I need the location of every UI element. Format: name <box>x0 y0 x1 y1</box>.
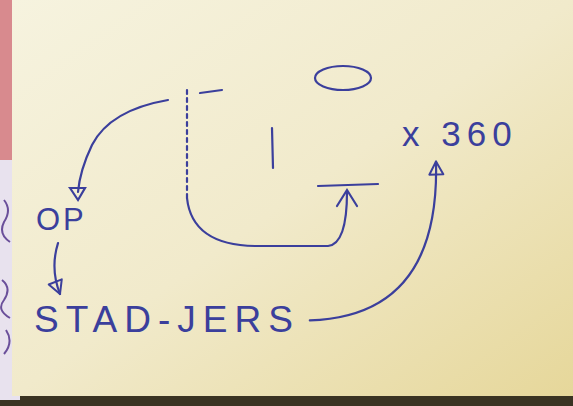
handwritten-text: OP <box>36 203 87 237</box>
hand-arrow <box>49 243 62 294</box>
step-note: STAD-JERS <box>30 298 304 343</box>
u-curve <box>187 192 347 246</box>
hand-arrow <box>310 162 443 321</box>
leader-curve <box>78 100 168 192</box>
ellipse-mark <box>315 66 371 90</box>
u-arrowhead <box>337 190 357 206</box>
leader-arrowhead <box>70 188 85 200</box>
one-stroke <box>272 128 273 168</box>
handwritten-text: x 360 <box>402 115 518 154</box>
step-note: OP <box>32 201 91 239</box>
arrowhead <box>49 279 62 294</box>
side-scribble <box>1 200 10 354</box>
dashed-line <box>186 90 188 198</box>
arrow-line <box>310 162 436 321</box>
dash-mark <box>200 90 222 93</box>
result-note: x 360 <box>398 113 522 156</box>
t-bar <box>318 184 378 186</box>
paper-sheet <box>12 0 573 396</box>
arrowhead <box>429 162 443 175</box>
handwritten-text: STAD-JERS <box>34 300 300 341</box>
sketch <box>70 66 378 246</box>
arrow-line <box>54 243 60 294</box>
